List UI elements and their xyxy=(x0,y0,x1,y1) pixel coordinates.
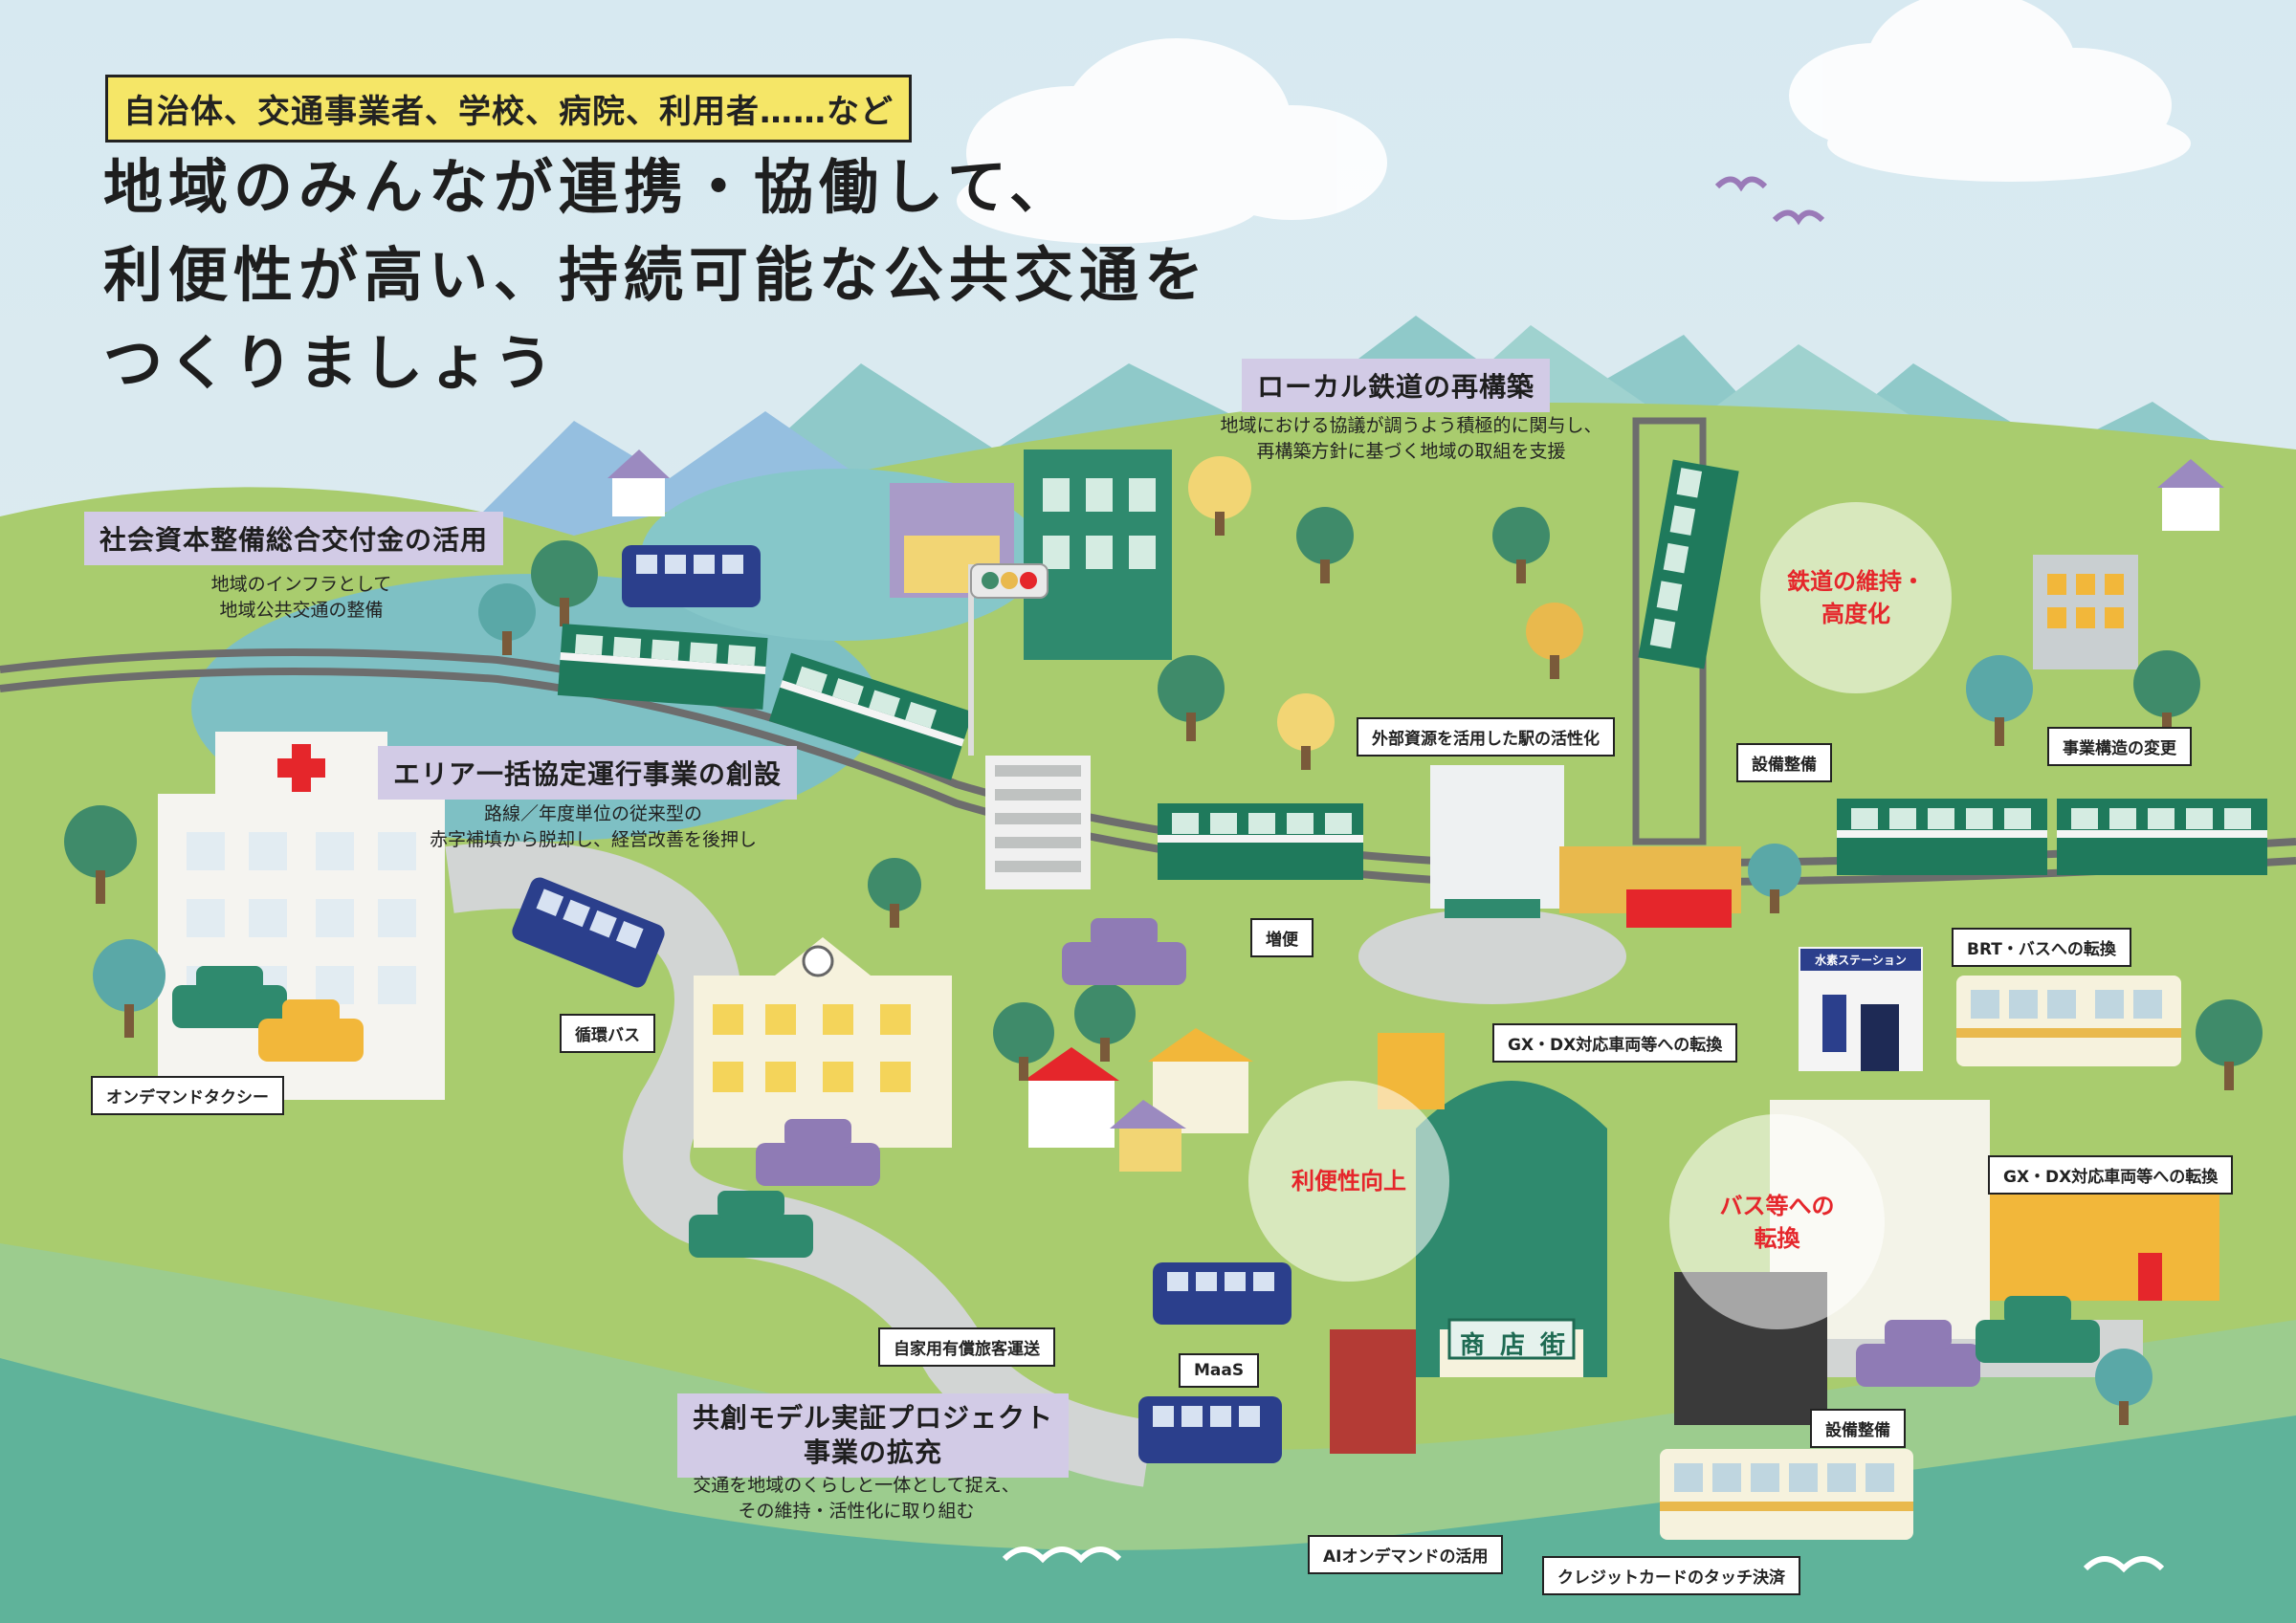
houses xyxy=(607,450,2224,1454)
stakeholders-tag: 自治体、交通事業者、学校、病院、利用者……など xyxy=(105,75,912,143)
section-desc-area-agreement: 路線／年度単位の従来型の 赤字補填から脱却し、経営改善を後押し xyxy=(429,803,757,850)
tag-increase-service: 増便 xyxy=(1250,918,1314,957)
hydrogen-station-sign: 水素ステーション xyxy=(1800,949,1921,971)
tag-station-activation: 外部資源を活用した駅の活性化 xyxy=(1357,717,1615,757)
tag-equipment-upgrade-1: 設備整備 xyxy=(1736,743,1832,782)
headline-line-3: つくりましょう xyxy=(103,328,560,398)
station-building xyxy=(1430,765,1741,928)
headline-line-1: 地域のみんなが連携・協働して、 xyxy=(103,152,1075,222)
shopping-arcade xyxy=(1416,1081,1607,1377)
road-main xyxy=(445,842,1154,1487)
tag-credit-card-touch-payment: クレジットカードのタッチ決済 xyxy=(1542,1556,1800,1595)
circle-convenience-improvement: 利便性向上 xyxy=(1248,1081,1449,1282)
section-title-infrastructure-grant: 社会資本整備総合交付金の活用 xyxy=(84,512,504,565)
trees xyxy=(64,456,2263,1425)
circle-bus-conversion: バス等への転換 xyxy=(1669,1114,1885,1329)
headline-line-2: 利便性が高い、持続可能な公共交通を xyxy=(103,240,1210,310)
circle-railway-maintenance: 鉄道の維持・高度化 xyxy=(1760,502,1952,693)
tag-brt-conversion: BRT・バスへの転換 xyxy=(1952,928,2131,967)
station-plaza xyxy=(1358,909,1626,1004)
clouds xyxy=(957,0,2191,244)
tag-equipment-upgrade-2: 設備整備 xyxy=(1810,1409,1906,1448)
section-title-area-agreement: エリア一括協定運行事業の創設 xyxy=(378,746,798,800)
tag-loop-bus: 循環バス xyxy=(560,1014,655,1053)
tag-ai-on-demand: AIオンデマンドの活用 xyxy=(1308,1535,1504,1574)
shop-building xyxy=(890,450,1172,660)
section-desc-local-railway: 地域における協議が調うよう積極的に関与し、 再構築方針に基づく地域の取組を支援 xyxy=(1220,415,1602,462)
tag-business-restructure: 事業構造の変更 xyxy=(2047,727,2192,766)
headline: 地域のみんなが連携・協働して、 利便性が高い、持続可能な公共交通を つくりましょ… xyxy=(103,143,1209,407)
birds xyxy=(1714,176,1825,226)
tag-gx-dx-vehicles-1: GX・DX対応車両等への転換 xyxy=(1492,1023,1738,1063)
section-title-co-creation-project: 共創モデル実証プロジェクト 事業の拡充 xyxy=(677,1393,1070,1478)
traffic-light xyxy=(968,563,1049,756)
tag-maas: MaaS xyxy=(1179,1353,1260,1388)
section-title-local-railway: ローカル鉄道の再構築 xyxy=(1242,359,1551,412)
tag-on-demand-taxi: オンデマンドタクシー xyxy=(91,1076,284,1115)
tag-private-transport: 自家用有償旅客運送 xyxy=(878,1327,1055,1367)
section-desc-co-creation-project: 交通を地域のくらしと一体として捉え、 その維持・活性化に取り組む xyxy=(693,1475,1020,1522)
trains xyxy=(557,459,2267,880)
section-desc-infrastructure-grant: 地域のインフラとして 地域公共交通の整備 xyxy=(210,574,392,621)
tag-gx-dx-vehicles-2: GX・DX対応車両等への転換 xyxy=(1988,1155,2234,1195)
buses xyxy=(512,545,2181,1540)
shopping-street-sign: 商 店 街 xyxy=(1459,1331,1565,1360)
waves xyxy=(1002,1546,2165,1573)
cars xyxy=(172,918,2100,1387)
